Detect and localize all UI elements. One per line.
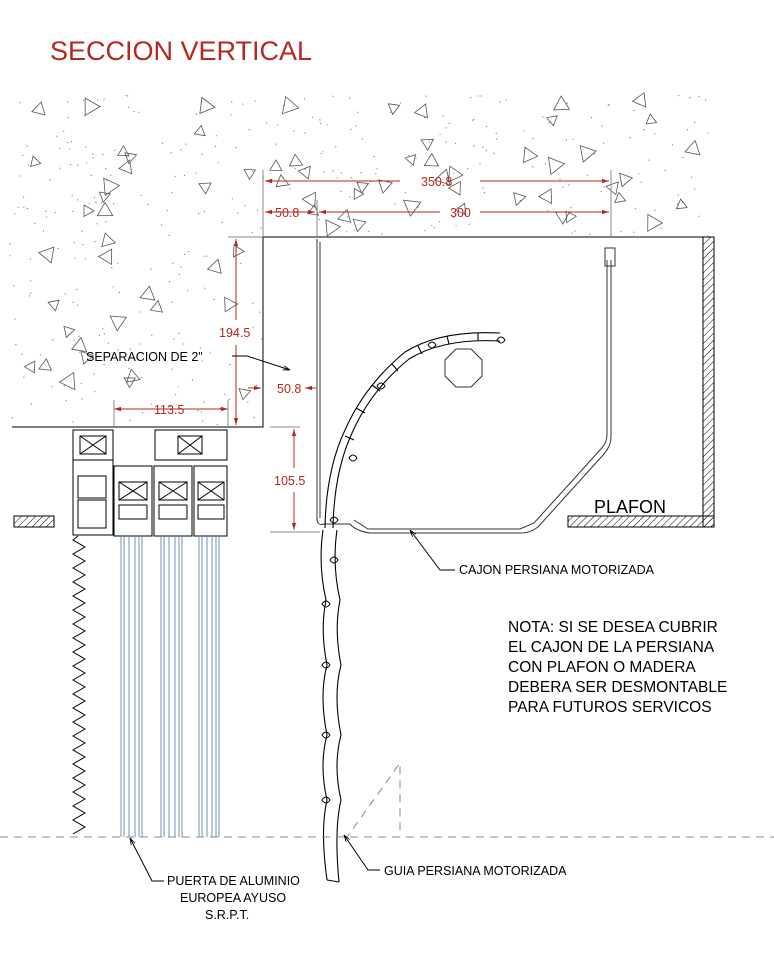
dim-box-below: 105.5 bbox=[274, 474, 305, 488]
door-frame bbox=[72, 429, 228, 537]
label-plafon: PLAFON bbox=[594, 497, 666, 517]
note-line-4: DEBERA SER DESMONTABLE bbox=[508, 679, 727, 696]
wall-right bbox=[702, 236, 715, 528]
label-puerta-2: EUROPEA AYUSO bbox=[180, 891, 286, 905]
dim-door-width: 113.5 bbox=[154, 403, 184, 417]
label-puerta-1: PUERTA DE ALUMINIO bbox=[167, 874, 300, 888]
roller-box bbox=[316, 239, 616, 534]
concrete-slab bbox=[9, 91, 709, 426]
break-line bbox=[72, 535, 86, 835]
shutter-curtain bbox=[320, 529, 342, 883]
shutter-slats-rolled bbox=[324, 332, 501, 529]
label-cajon: CAJON PERSIANA MOTORIZADA bbox=[459, 563, 655, 577]
label-guia: GUIA PERSIANA MOTORIZADA bbox=[384, 864, 567, 878]
label-separacion: SEPARACION DE 2" bbox=[86, 350, 203, 364]
floor-line bbox=[0, 761, 774, 841]
drawing-title: SECCION VERTICAL bbox=[50, 36, 313, 66]
note-line-5: PARA FUTUROS SERVICOS bbox=[508, 699, 712, 716]
dim-box-inner: 300 bbox=[450, 206, 471, 220]
curtain-clips bbox=[321, 516, 339, 804]
dim-box-total: 350.8 bbox=[421, 175, 452, 189]
dim-separation: 50.8 bbox=[277, 382, 301, 396]
dimension-lines bbox=[113, 170, 612, 533]
slab-outline bbox=[12, 236, 714, 428]
note-line-3: CON PLAFON O MADERA bbox=[508, 659, 696, 676]
shutter-clips bbox=[348, 336, 506, 462]
glass-panels bbox=[120, 536, 220, 837]
note-line-1: NOTA: SI SE DESEA CUBRIR bbox=[508, 619, 718, 636]
plafon-ledge bbox=[567, 515, 715, 528]
note-block: NOTA: SI SE DESEA CUBRIR EL CAJON DE LA … bbox=[508, 619, 727, 716]
roller-axle bbox=[444, 348, 483, 388]
floor-ledge-left bbox=[13, 515, 55, 528]
dim-offset-left: 50.8 bbox=[275, 206, 299, 220]
leader-lines bbox=[130, 355, 455, 882]
label-puerta-3: S.R.P.T. bbox=[205, 908, 249, 922]
dim-wall-height: 194.5 bbox=[219, 326, 250, 340]
note-line-2: EL CAJON DE LA PERSIANA bbox=[508, 639, 715, 656]
